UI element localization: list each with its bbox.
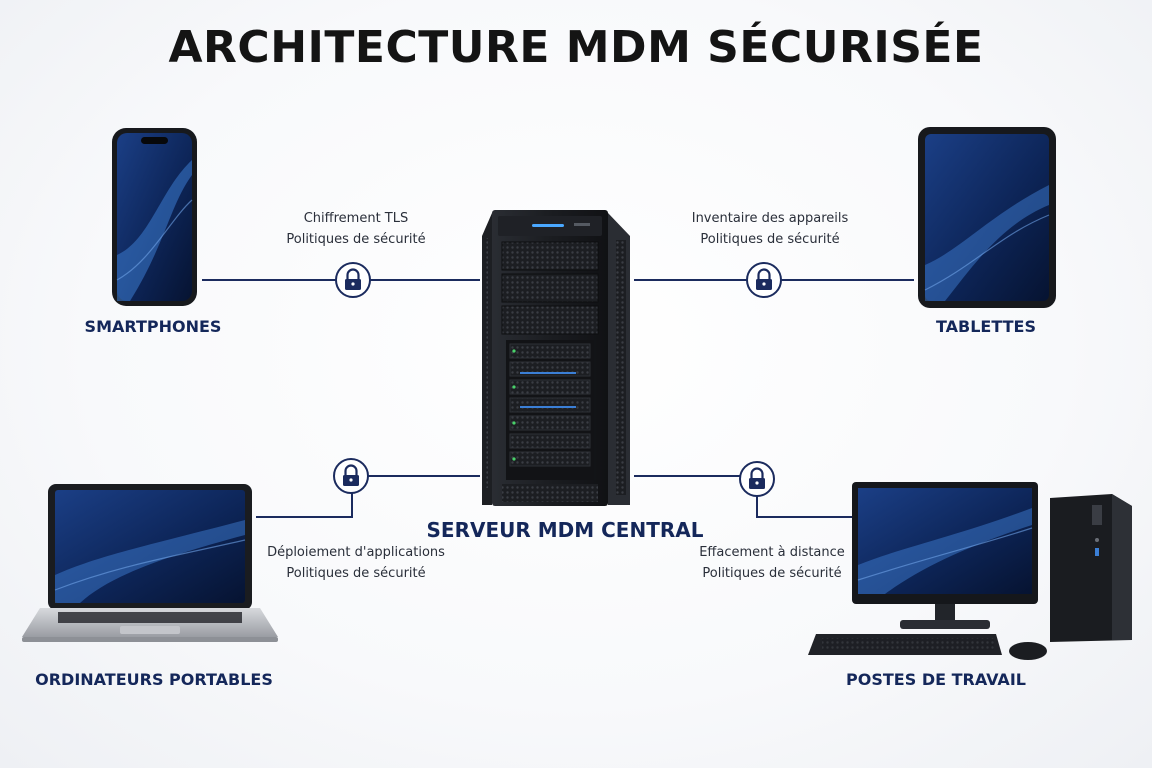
tablet-device	[918, 127, 1056, 308]
laptops-policy: Déploiement d'applications Politiques de…	[246, 542, 466, 584]
smartphone-device	[112, 128, 197, 306]
smartphones-policy: Chiffrement TLS Politiques de sécurité	[246, 208, 466, 250]
policy-line: Politiques de sécurité	[286, 566, 426, 581]
server-label: SERVEUR MDM CENTRAL	[426, 518, 704, 542]
workstations-policy: Effacement à distance Politiques de sécu…	[662, 542, 882, 584]
policy-line: Inventaire des appareils	[691, 211, 849, 226]
policy-line: Politiques de sécurité	[286, 232, 426, 247]
laptops-label: ORDINATEURS PORTABLES	[35, 670, 273, 689]
policy-line: Effacement à distance	[699, 545, 845, 560]
connector-laptops	[256, 475, 480, 518]
lock-icon	[334, 261, 372, 299]
server-device	[482, 210, 630, 506]
smartphones-label: SMARTPHONES	[84, 317, 222, 336]
lock-icon	[332, 457, 370, 495]
lock-icon	[745, 261, 783, 299]
diagram-title: ARCHITECTURE MDM SÉCURISÉE	[168, 22, 984, 73]
policy-line: Déploiement d'applications	[267, 545, 445, 560]
workstations-label: POSTES DE TRAVAIL	[846, 670, 1026, 689]
laptop-device	[22, 484, 278, 642]
policy-line: Chiffrement TLS	[303, 211, 409, 226]
workstation-device	[808, 482, 1132, 660]
policy-line: Politiques de sécurité	[700, 232, 840, 247]
tablets-label: TABLETTES	[935, 317, 1037, 336]
lock-icon	[738, 460, 776, 498]
policy-line: Politiques de sécurité	[702, 566, 842, 581]
tablets-policy: Inventaire des appareils Politiques de s…	[660, 208, 880, 250]
